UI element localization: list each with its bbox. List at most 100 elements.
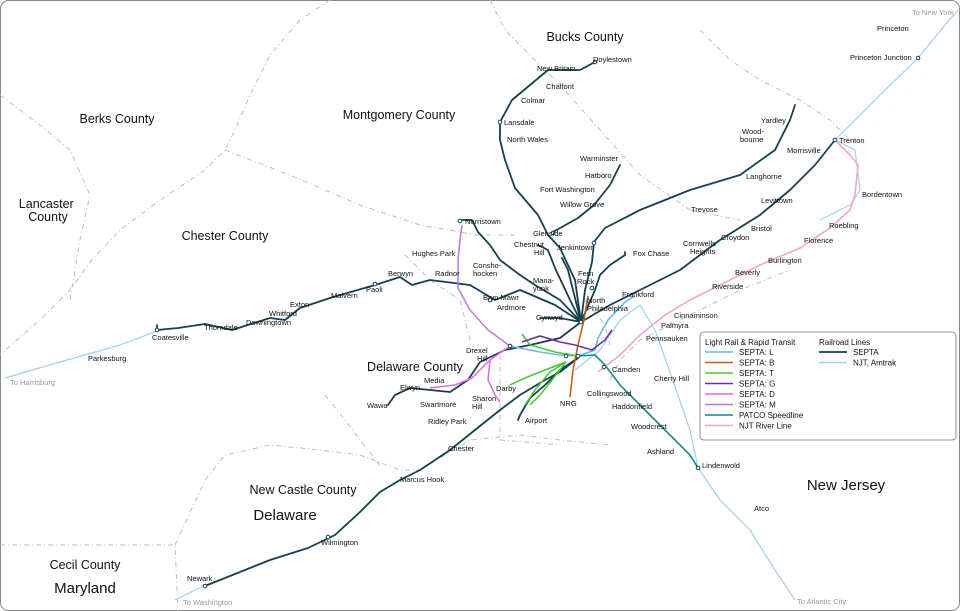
station-label-hatboro: Hatboro: [585, 171, 612, 180]
station-label-camden: Camden: [612, 365, 640, 374]
legend-box: [699, 331, 957, 441]
station-label-princeton: Princeton: [877, 24, 909, 33]
county-label-chester: Chester County: [182, 229, 270, 243]
station-label-doylestown: Doylestown: [593, 55, 632, 64]
station-marker-wilmington[interactable]: [325, 534, 331, 540]
septa-l-line: [509, 295, 636, 357]
station-label-new-britain: New Britain: [537, 64, 575, 73]
station-label-airport: Airport: [525, 416, 548, 425]
station-label-trevose: Trevose: [691, 205, 718, 214]
external-labels: To New York To Harrisburg To Washington …: [10, 8, 954, 607]
station-label-warminster: Warminster: [580, 154, 619, 163]
station-label-croydon: Croydon: [721, 233, 749, 242]
station-label-haddonfield: Haddonfield: [612, 402, 652, 411]
station-label-trenton: Trenton: [839, 136, 865, 145]
station-label-fox-chase: Fox Chase: [633, 249, 669, 258]
station-label-lindenwold: Lindenwold: [702, 461, 740, 470]
doylestown-line: [499, 61, 596, 323]
njt-atlantic-city-line: [574, 304, 796, 601]
county-label-bucks: Bucks County: [546, 30, 624, 44]
transit-legend-label-5: SEPTA: M: [739, 401, 776, 410]
station-marker-camden[interactable]: [601, 364, 607, 370]
station-label-ardmore: Ardmore: [497, 303, 526, 312]
transit-legend-label-0: SEPTA: L: [739, 348, 774, 357]
septa-t-line-3: [524, 361, 567, 406]
station-marker-north-philadelphia[interactable]: [578, 319, 584, 325]
trenton-line: [580, 139, 836, 323]
station-label-exton: Exton: [290, 300, 309, 309]
station-label-pennsauken: Pennsauken: [646, 334, 688, 343]
station-label-elwyn: Elwyn: [400, 383, 420, 392]
station-label-willow-grove: Willow Grove: [560, 200, 604, 209]
legend-railroad-title: Railroad Lines: [819, 338, 870, 347]
station-label-nrg: NRG: [560, 399, 577, 408]
station-label-cherry-hill: Cherry Hill: [654, 374, 689, 383]
station-label-bryn-mawr: Bryn Mawr: [483, 293, 519, 302]
septa-t-line-2: [509, 361, 567, 386]
rail-legend-label-0: SEPTA: [853, 348, 879, 357]
station-markers: [154, 55, 921, 589]
station-marker-ardmore[interactable]: [487, 297, 493, 303]
station-label-chalfont: Chalfont: [546, 82, 575, 91]
station-label-thorndale: Thorndale: [204, 323, 238, 332]
station-marker-paoli[interactable]: [372, 281, 378, 287]
county-label-montgomery: Montgomery County: [343, 108, 456, 122]
legend-transit-title: Light Rail & Rapid Transit: [705, 338, 796, 347]
station-label-manayunk: Mana-yunk: [533, 276, 555, 293]
station-label-levittown: Levittown: [761, 196, 793, 205]
warminster-line: [552, 164, 621, 233]
septa-t-line-4: [529, 361, 567, 406]
station-label-riverside: Riverside: [712, 282, 743, 291]
transit-legend-label-6: PATCO Speedline: [739, 411, 804, 420]
station-marker-doylestown[interactable]: [592, 59, 598, 65]
amtrak-washington-line: [174, 584, 206, 601]
county-label-delaware: Delaware County: [367, 360, 464, 374]
map-legend: Light Rail & Rapid Transit Railroad Line…: [699, 331, 957, 441]
station-marker-glenside[interactable]: [550, 230, 556, 236]
station-marker-fern-rock[interactable]: [589, 285, 595, 291]
station-label-downingtown: Downingtown: [246, 318, 291, 327]
station-marker-center-city-1[interactable]: [563, 353, 569, 359]
transit-legend-label-2: SEPTA: T: [739, 369, 774, 378]
station-marker-norristown[interactable]: [457, 218, 463, 224]
station-marker-69th-st[interactable]: [507, 343, 513, 349]
station-marker-lansdale[interactable]: [497, 119, 503, 125]
station-label-coatesville: Coatesville: [152, 333, 189, 342]
station-label-yardley: Yardley: [761, 116, 786, 125]
station-label-collingswood: Collingswood: [587, 389, 632, 398]
to-harrisburg-label: To Harrisburg: [10, 378, 55, 387]
station-label-colmar: Colmar: [521, 96, 546, 105]
station-label-bristol: Bristol: [751, 224, 772, 233]
legend-railroad-items: SEPTA NJT, Amtrak: [819, 348, 897, 368]
station-marker-princeton-junction[interactable]: [915, 55, 921, 61]
station-label-whitford: Whitford: [269, 309, 297, 318]
rail-legend-label-1: NJT, Amtrak: [853, 359, 897, 368]
transit-legend-label-4: SEPTA: D: [739, 390, 775, 399]
station-marker-lindenwold[interactable]: [695, 465, 701, 471]
station-label-chester: Chester: [448, 444, 475, 453]
station-label-bordentown: Bordentown: [862, 190, 902, 199]
boundary-lines: [0, 0, 851, 611]
station-marker-jenkintown[interactable]: [591, 240, 597, 246]
station-marker-coatesville[interactable]: [154, 327, 160, 333]
county-label-lancaster-line2: County: [28, 210, 68, 224]
njt-river-line: [597, 139, 859, 373]
station-label-florence: Florence: [804, 236, 833, 245]
chestnut-hill-east: [561, 257, 582, 323]
station-marker-trenton[interactable]: [832, 137, 838, 143]
station-label-media: Media: [424, 376, 445, 385]
septa-regional-rail: [156, 61, 836, 587]
state-label-maryland: Maryland: [54, 580, 116, 597]
norristown-line: [459, 219, 582, 323]
station-marker-newark[interactable]: [202, 583, 208, 589]
transit-legend-label-1: SEPTA: B: [739, 359, 774, 368]
station-label-norristown: Norristown: [465, 217, 501, 226]
region-labels: Bucks County Montgomery County Berks Cou…: [19, 30, 886, 597]
station-marker-center-city-2[interactable]: [575, 353, 581, 359]
state-label-new-jersey: New Jersey: [807, 477, 886, 494]
